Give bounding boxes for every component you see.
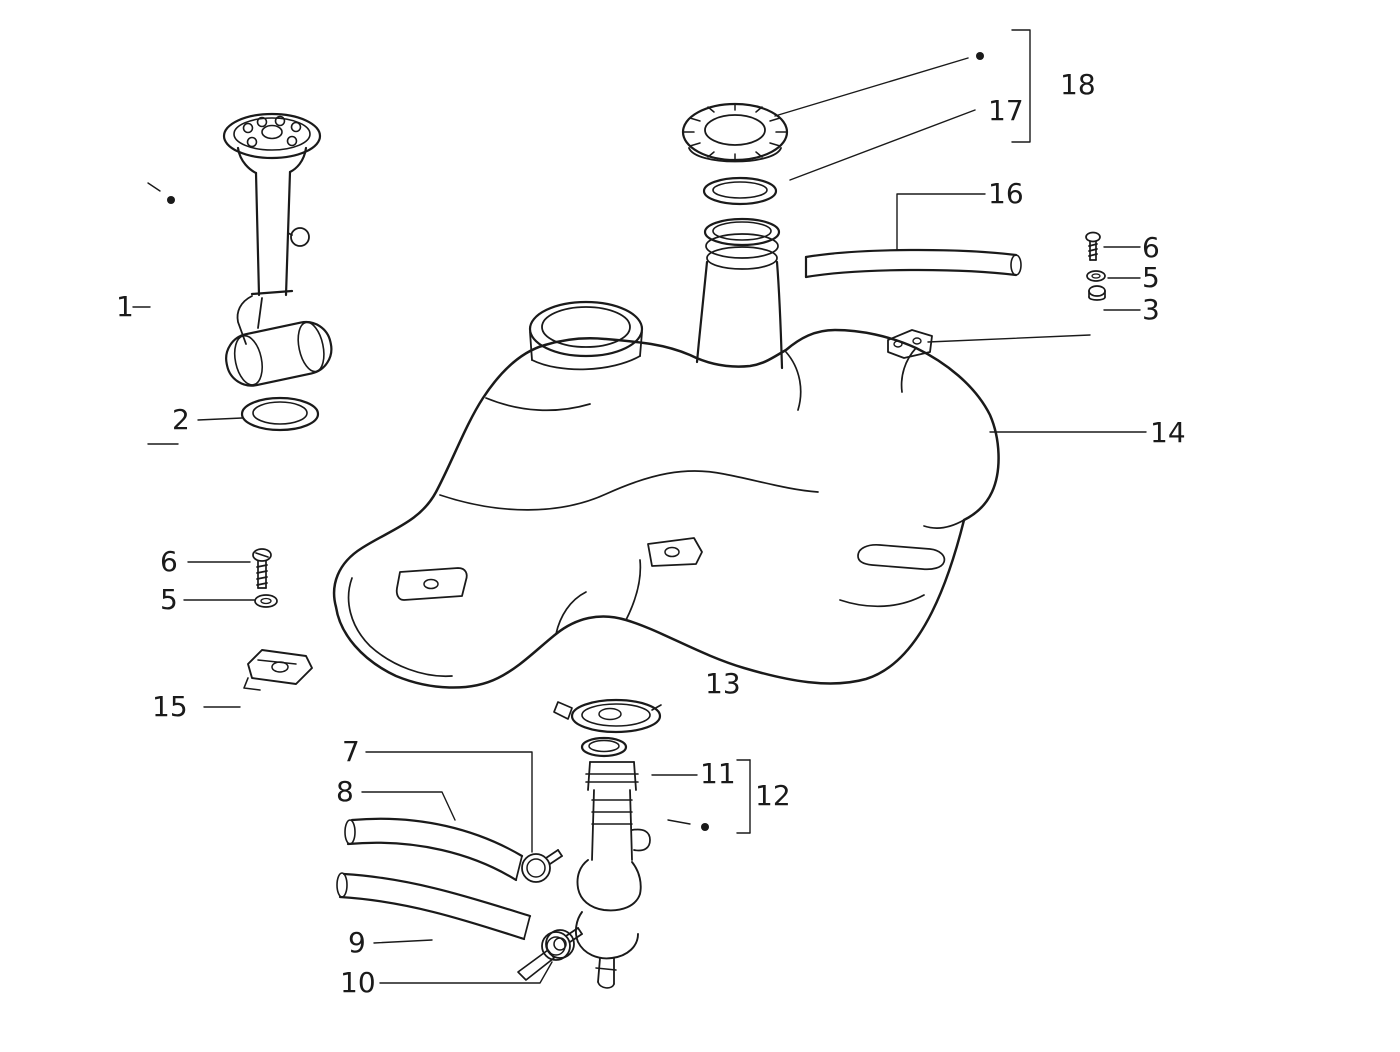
fuel-hose-upper bbox=[345, 819, 522, 880]
nut-right bbox=[1089, 286, 1105, 300]
callout-13: 13 bbox=[705, 667, 741, 700]
washer-left bbox=[255, 595, 277, 607]
fuel-cap bbox=[683, 104, 787, 162]
reference-dots bbox=[167, 52, 984, 831]
reference-dot bbox=[976, 52, 984, 60]
screw-left bbox=[253, 549, 271, 588]
callout-8: 8 bbox=[336, 775, 354, 808]
hose-clamp-lower bbox=[542, 928, 582, 960]
fuel-level-sender bbox=[222, 114, 336, 390]
reference-dot bbox=[701, 823, 709, 831]
sender-seal-ring bbox=[242, 398, 318, 430]
callout-6-right: 6 bbox=[1142, 231, 1160, 264]
callout-5-right: 5 bbox=[1142, 261, 1160, 294]
callout-15: 15 bbox=[152, 690, 188, 723]
breather-hose bbox=[806, 250, 1021, 277]
callout-18: 18 bbox=[1060, 68, 1096, 101]
hose-clamp-upper bbox=[522, 850, 562, 882]
leader-lines bbox=[133, 30, 1146, 983]
fuel-tank bbox=[334, 302, 998, 688]
washer-right bbox=[1087, 271, 1105, 281]
callout-6-left: 6 bbox=[160, 545, 178, 578]
callout-17: 17 bbox=[988, 94, 1024, 127]
mounting-bracket bbox=[244, 650, 312, 690]
callout-3: 3 bbox=[1142, 293, 1160, 326]
callout-1: 1 bbox=[116, 290, 134, 323]
fuel-valve bbox=[518, 700, 661, 988]
screw-right bbox=[1086, 233, 1100, 261]
fuel-hose-lower bbox=[337, 873, 530, 939]
callout-16: 16 bbox=[988, 177, 1024, 210]
callout-5-left: 5 bbox=[160, 583, 178, 616]
callout-2: 2 bbox=[172, 403, 190, 436]
callout-11: 11 bbox=[700, 757, 736, 790]
filler-neck bbox=[697, 219, 782, 368]
reference-dot bbox=[167, 196, 175, 204]
callout-10: 10 bbox=[340, 966, 376, 999]
callout-7: 7 bbox=[342, 735, 360, 768]
callout-12: 12 bbox=[755, 779, 791, 812]
cap-gasket bbox=[704, 178, 776, 204]
callout-9: 9 bbox=[348, 926, 366, 959]
callout-14: 14 bbox=[1150, 416, 1186, 449]
